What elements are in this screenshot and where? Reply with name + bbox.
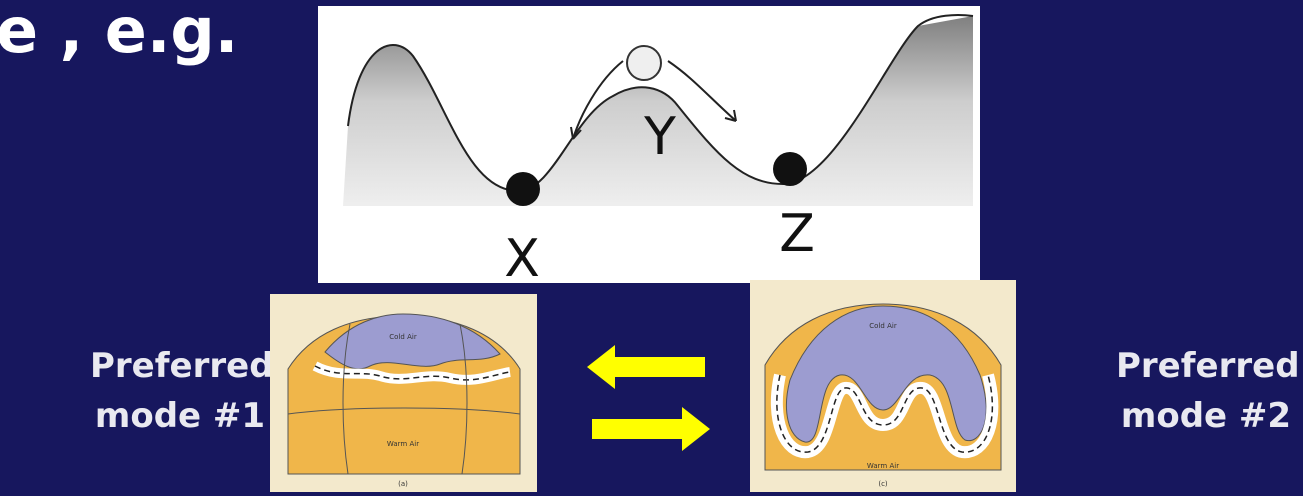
caption-a: (a) bbox=[398, 480, 408, 488]
mode-2-label: Preferred mode #2 bbox=[1116, 341, 1296, 441]
left-arrow-icon bbox=[587, 345, 707, 389]
warm-air-label: Warm Air bbox=[387, 440, 419, 448]
globe-mode-1: Cold Air Warm Air (a) bbox=[270, 294, 537, 492]
right-arrow-icon bbox=[592, 407, 712, 451]
slide-heading-fragment: e , e.g. bbox=[0, 0, 238, 67]
label-y: Y bbox=[643, 107, 676, 167]
label-x: X bbox=[504, 229, 540, 283]
warm-air-label: Warm Air bbox=[867, 462, 899, 470]
ball-z bbox=[773, 152, 807, 186]
mode-1-label: Preferred mode #1 bbox=[90, 341, 270, 441]
cold-air-label: Cold Air bbox=[869, 322, 897, 330]
ball-y bbox=[627, 46, 661, 80]
caption-c: (c) bbox=[878, 480, 888, 488]
potential-landscape-figure: Y X Z bbox=[318, 6, 980, 283]
ball-x bbox=[506, 172, 540, 206]
label-z: Z bbox=[779, 204, 815, 264]
globe-mode-2: Cold Air Warm Air (c) bbox=[750, 280, 1016, 492]
cold-air-label: Cold Air bbox=[389, 333, 417, 341]
